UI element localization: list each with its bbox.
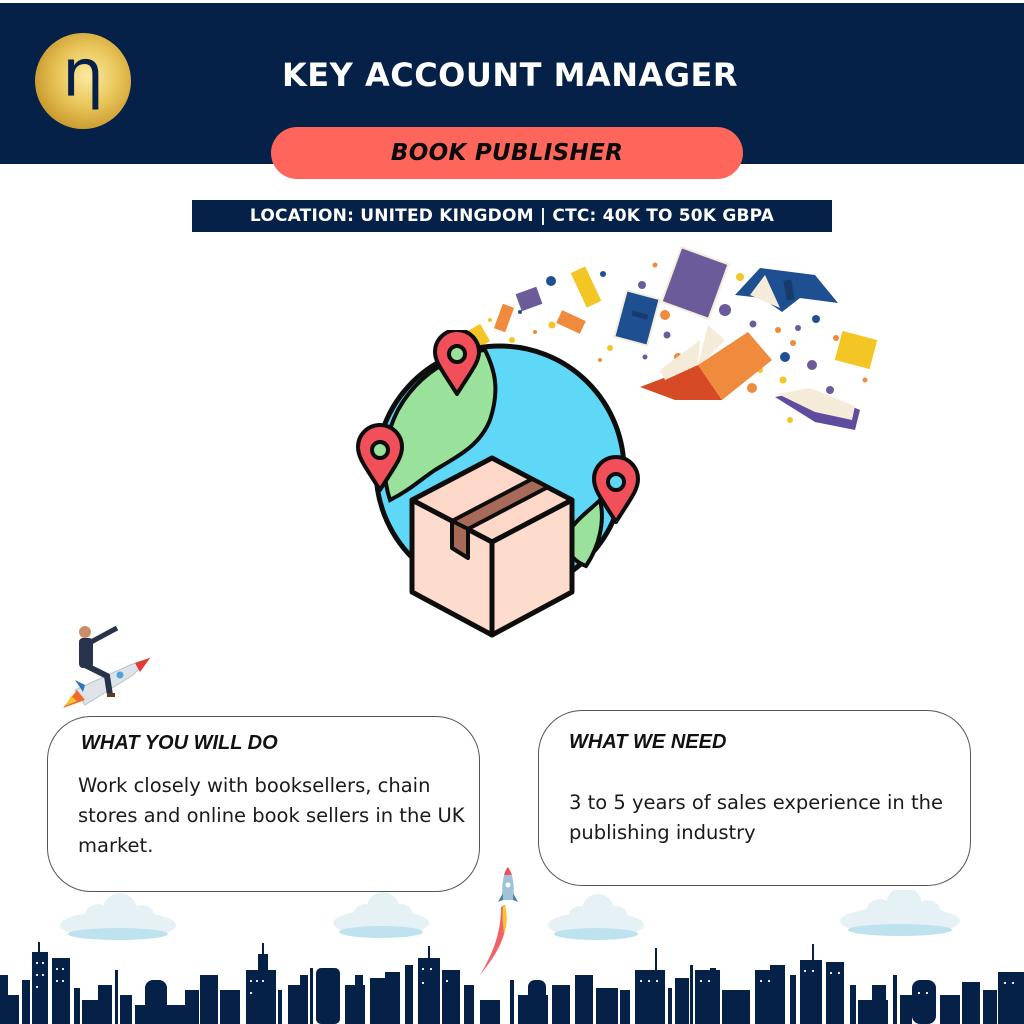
requirements-card: WHAT WE NEED 3 to 5 years of sales exper… — [538, 710, 971, 886]
location-salary-text: LOCATION: UNITED KINGDOM | CTC: 40K TO 5… — [249, 206, 775, 226]
eta-logo-icon: η — [62, 35, 104, 112]
company-type-badge: BOOK PUBLISHER — [271, 127, 743, 179]
responsibilities-text: Work closely with booksellers, chain sto… — [78, 774, 465, 857]
company-type-label: BOOK PUBLISHER — [390, 140, 624, 166]
responsibilities-heading: WHAT YOU WILL DO — [81, 732, 278, 754]
requirements-heading: WHAT WE NEED — [569, 731, 727, 753]
company-logo: η — [35, 33, 131, 129]
small-rocket-icon — [480, 867, 518, 975]
location-salary-bar: LOCATION: UNITED KINGDOM | CTC: 40K TO 5… — [192, 200, 832, 232]
responsibilities-card: WHAT YOU WILL DO Work closely with books… — [47, 716, 480, 892]
flying-books-icon — [467, 245, 878, 430]
businessman-rocket-icon — [63, 625, 151, 708]
globe-delivery-illustration — [356, 330, 640, 638]
requirements-text: 3 to 5 years of sales experience in the … — [569, 791, 943, 844]
city-skyline-icon — [0, 942, 1024, 1024]
job-title: KEY ACCOUNT MANAGER — [281, 56, 739, 94]
clouds-icon — [60, 890, 960, 940]
